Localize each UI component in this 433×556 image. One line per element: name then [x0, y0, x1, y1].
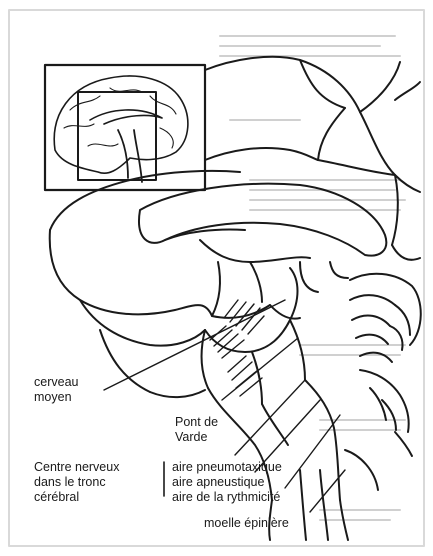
corpus-callosum — [139, 184, 386, 256]
label-pont-de-varde-line2: Varde — [175, 430, 218, 445]
label-cerveau-moyen: cerveau moyen — [34, 375, 78, 405]
cerebellum — [350, 274, 421, 456]
lower-cortex — [50, 230, 212, 397]
label-aire-pneumotaxique: aire pneumotaxique — [172, 460, 282, 475]
inset-corpus — [90, 110, 162, 124]
inset-brain-outline — [54, 76, 188, 173]
label-centre-nerveux: Centre nerveux dans le tronc cérébral — [34, 460, 119, 505]
label-centre-nerveux-line1: Centre nerveux — [34, 460, 119, 475]
label-cerveau-moyen-line1: cerveau — [34, 375, 78, 390]
inset-brainstem — [118, 130, 142, 182]
bleed-through-text — [220, 36, 405, 520]
diencephalon — [200, 240, 348, 319]
label-moelle-epiniere: moelle épinière — [204, 516, 289, 531]
label-pont-de-varde-line1: Pont de — [175, 415, 218, 430]
label-aire-apneustique: aire apneustique — [172, 475, 264, 490]
label-centre-nerveux-line3: cérébral — [34, 490, 119, 505]
label-cerveau-moyen-line2: moyen — [34, 390, 78, 405]
label-centre-nerveux-line2: dans le tronc — [34, 475, 119, 490]
leader-aire-rythmicite — [285, 415, 340, 488]
label-aire-rythmicite: aire de la rythmicité — [172, 490, 280, 505]
inset-focus-box — [78, 92, 156, 180]
leader-pont-de-varde — [222, 338, 298, 400]
label-pont-de-varde: Pont de Varde — [175, 415, 218, 445]
